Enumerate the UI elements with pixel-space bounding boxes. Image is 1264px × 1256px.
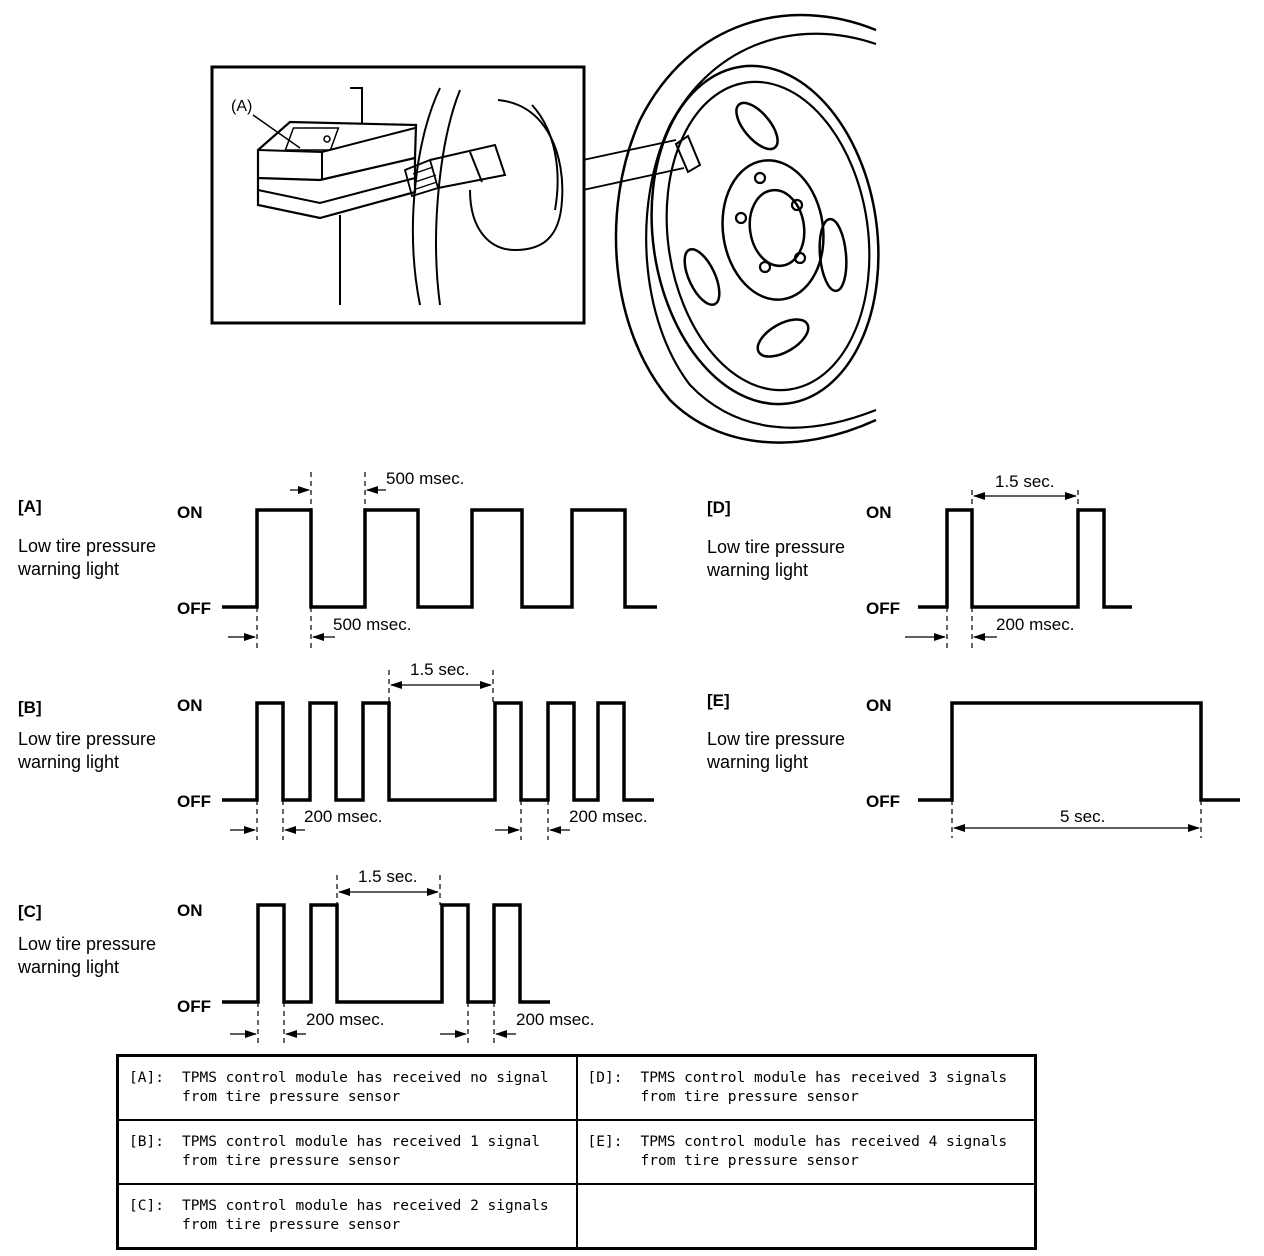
off-level-label: OFF [866,792,900,811]
legend-text-line2: from tire pressure sensor [182,1217,401,1233]
measure-label: 200 msec. [569,807,647,826]
on-level-label: ON [177,696,203,715]
legend-cell-e: [E]: TPMS control module has received 4 … [575,1119,1037,1185]
legend-text-line2: from tire pressure sensor [640,1089,859,1105]
caption-line2: warning light [17,957,119,977]
pattern-key: [E] [707,691,730,710]
legend-text-line2: from tire pressure sensor [182,1089,401,1105]
legend-text-line1: TPMS control module has received 2 signa… [182,1198,549,1214]
off-level-label: OFF [177,997,211,1016]
pattern-key: [A] [18,497,42,516]
legend-text-line2: from tire pressure sensor [182,1153,401,1169]
legend-key: [E]: [587,1134,623,1150]
caption-line2: warning light [17,752,119,772]
off-level-label: OFF [177,792,211,811]
caption-line2: warning light [706,752,808,772]
pattern-key: [D] [707,498,731,517]
legend-text-line2: from tire pressure sensor [640,1153,859,1169]
pattern-key: [B] [18,698,42,717]
legend-table: [A]: TPMS control module has received no… [116,1054,1037,1250]
legend-cell-empty [575,1183,1037,1250]
warning-light-waveform [222,508,657,609]
measure-label: 200 msec. [304,807,382,826]
legend-cell-b: [B]: TPMS control module has received 1 … [116,1119,578,1185]
pattern-c-panel: [C] Low tire pressure warning light ON O… [17,867,594,1045]
legend-key: [D]: [587,1070,623,1086]
measure-label: 1.5 sec. [410,660,470,679]
wheel-illustration [582,13,880,444]
tool-callout-label: (A) [231,98,252,115]
on-level-label: ON [866,503,892,522]
measure-label: 200 msec. [516,1010,594,1029]
warning-light-waveform [918,508,1132,609]
off-level-label: OFF [177,599,211,618]
measure-label: 200 msec. [306,1010,384,1029]
caption-line1: Low tire pressure [18,729,156,749]
legend-text-line1: TPMS control module has received 1 signa… [182,1134,540,1150]
sensor-tool-inset: (A) [210,65,586,325]
legend-cell-a: [A]: TPMS control module has received no… [116,1054,578,1121]
pattern-a-panel: [A] Low tire pressure warning light ON O… [17,469,657,648]
measure-label: 200 msec. [996,615,1074,634]
on-level-label: ON [177,503,203,522]
legend-cell-c: [C]: TPMS control module has received 2 … [116,1183,578,1250]
legend-text-line1: TPMS control module has received 4 signa… [640,1134,1008,1150]
pattern-b-panel: [B] Low tire pressure warning light ON O… [17,660,654,840]
measure-label: 500 msec. [333,615,411,634]
tpms-warning-diagram: (A) [A] Low tire pressure warning light … [17,13,1240,1045]
caption-line1: Low tire pressure [707,537,845,557]
legend-key: [C]: [129,1198,164,1214]
warning-light-waveform [222,701,654,802]
pattern-key: [C] [18,902,42,921]
pattern-e-panel: [E] Low tire pressure warning light ON O… [706,691,1240,838]
legend-key: [A]: [129,1070,164,1086]
caption-line1: Low tire pressure [18,934,156,954]
legend-key: [B]: [129,1134,164,1150]
legend-text-line1: TPMS control module has received 3 signa… [640,1070,1008,1086]
caption-line2: warning light [706,560,808,580]
measure-label: 1.5 sec. [358,867,418,886]
caption-line1: Low tire pressure [707,729,845,749]
measure-label: 500 msec. [386,469,464,488]
legend-cell-d: [D]: TPMS control module has received 3 … [575,1054,1037,1121]
measure-label: 5 sec. [1060,807,1105,826]
caption-line2: warning light [17,559,119,579]
pattern-d-panel: [D] Low tire pressure warning light ON O… [706,472,1132,648]
off-level-label: OFF [866,599,900,618]
on-level-label: ON [177,901,203,920]
caption-line1: Low tire pressure [18,536,156,556]
warning-light-waveform [918,701,1240,802]
measure-label: 1.5 sec. [995,472,1055,491]
on-level-label: ON [866,696,892,715]
legend-text-line1: TPMS control module has received no sign… [182,1070,549,1086]
warning-light-waveform [222,903,550,1004]
